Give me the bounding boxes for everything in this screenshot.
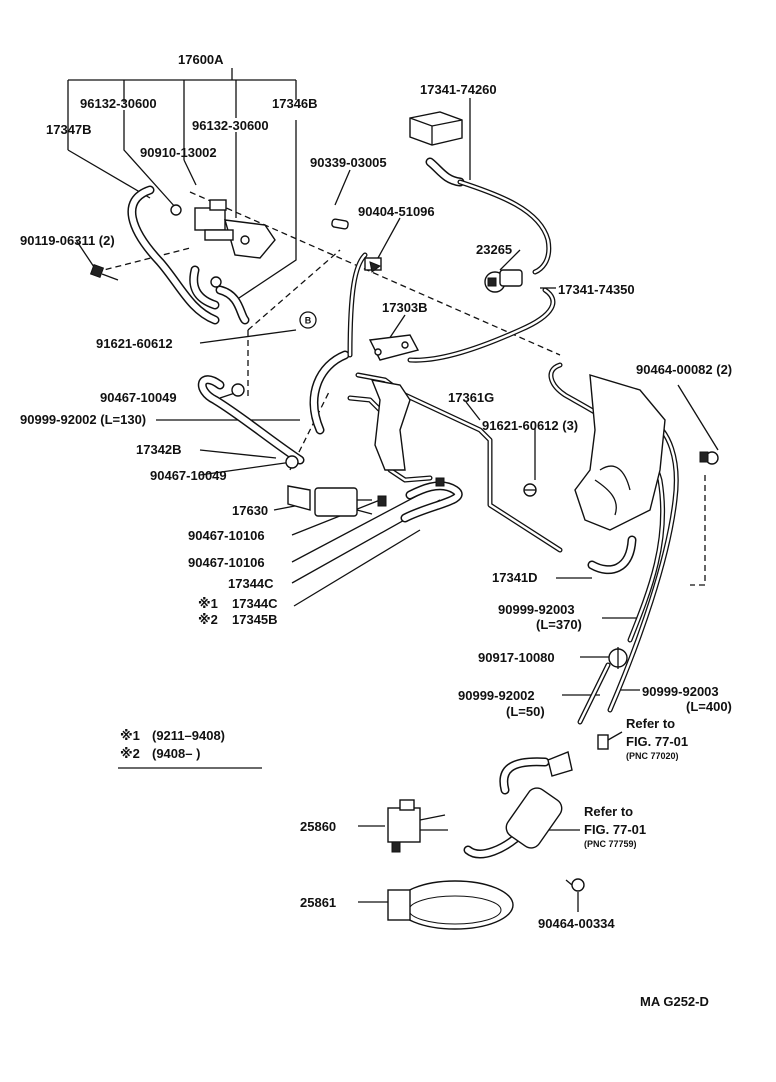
label-90119: 90119-06311 (2)	[20, 233, 115, 248]
label-90339: 90339-03005	[310, 155, 387, 170]
legend-mark2: ※2	[120, 746, 140, 761]
label-refer2-a: Refer to	[584, 804, 633, 819]
frame-17361g	[370, 379, 411, 471]
label-refer2-c: (PNC 77759)	[584, 839, 637, 849]
switch-25860	[387, 799, 448, 853]
label-90917: 90917-10080	[478, 650, 555, 665]
label-17303b: 17303B	[382, 300, 428, 315]
plug-90339	[331, 218, 349, 230]
bracket-17303b	[368, 334, 420, 361]
label-90999-400-length: (L=400)	[686, 699, 732, 714]
label-mark2-17345b: 17345B	[232, 612, 278, 627]
relay-box-17341-74260	[409, 111, 463, 146]
label-17600a: 17600A	[178, 52, 224, 67]
label-90910: 90910-13002	[140, 145, 217, 160]
vsv-17630	[287, 485, 373, 517]
date-legend: ※1 (9211–9408) ※2 (9408– )	[118, 728, 262, 769]
circle-b-marker: B	[299, 311, 317, 329]
mark1-symbol: ※1	[198, 596, 218, 611]
diagram-code: MA G252-D	[640, 994, 709, 1009]
clamp-96132	[170, 204, 222, 288]
label-90467-d: 90467-10106	[188, 555, 265, 570]
legend-mark1: ※1	[120, 728, 140, 743]
parts	[89, 111, 719, 930]
valve-90917	[608, 647, 628, 669]
label-91621-a: 91621-60612	[96, 336, 173, 351]
bolt-90119	[89, 263, 119, 281]
label-refer2-b: FIG. 77-01	[584, 822, 646, 837]
sensor-23265	[484, 269, 523, 293]
engine-block	[574, 374, 666, 531]
label-17346b: 17346B	[272, 96, 318, 111]
label-refer1-b: FIG. 77-01	[626, 734, 688, 749]
label-17347b: 17347B	[46, 122, 92, 137]
label-90464-00082: 90464-00082 (2)	[636, 362, 732, 377]
label-90999-50-length: (L=50)	[506, 704, 545, 719]
legend-range1: (9211–9408)	[152, 728, 225, 743]
label-refer1-a: Refer to	[626, 716, 675, 731]
clamp-90467-10049	[231, 383, 299, 469]
label-90999-370-length: (L=370)	[536, 617, 582, 632]
label-17341-74350: 17341-74350	[558, 282, 635, 297]
label-91621-b: 91621-60612 (3)	[482, 418, 578, 433]
label-90999-400: 90999-92003	[642, 684, 719, 699]
legend-range2: (9408– )	[152, 746, 200, 761]
circle-b-label: B	[305, 316, 312, 326]
pipes	[347, 179, 679, 725]
label-refer1-c: (PNC 77020)	[626, 751, 679, 761]
label-90999-130: 90999-92002 (L=130)	[20, 412, 146, 427]
label-25861: 25861	[300, 895, 336, 910]
vsv-valve-90910	[194, 199, 276, 259]
hoses	[127, 157, 637, 859]
label-17361g: 17361G	[448, 390, 494, 405]
clip-90464-00334	[565, 878, 585, 892]
label-mark1-17344c: 17344C	[232, 596, 278, 611]
label-17344c: 17344C	[228, 576, 274, 591]
label-90464-00334: 90464-00334	[538, 916, 615, 931]
union-refer-77020	[597, 734, 609, 750]
band-25861	[387, 880, 514, 930]
label-96132-a: 96132-30600	[80, 96, 157, 111]
label-90999-370: 90999-92003	[498, 602, 575, 617]
label-90467-b: 90467-10049	[150, 468, 227, 483]
union-90404	[364, 257, 382, 273]
label-96132-b: 96132-30600	[192, 118, 269, 133]
label-17342b: 17342B	[136, 442, 182, 457]
label-25860: 25860	[300, 819, 336, 834]
part-labels: 17600A 96132-30600 17346B 17347B 96132-3…	[20, 52, 732, 931]
union-91621-3	[523, 483, 537, 497]
charcoal-canister	[505, 751, 573, 849]
assembly-bracket	[67, 68, 297, 160]
label-90467-c: 90467-10106	[188, 528, 265, 543]
mark2-symbol: ※2	[198, 612, 218, 627]
label-17341-74260: 17341-74260	[420, 82, 497, 97]
label-23265: 23265	[476, 242, 512, 257]
label-90999-50: 90999-92002	[458, 688, 535, 703]
union-90464-82	[699, 451, 719, 465]
label-90467-a: 90467-10049	[100, 390, 177, 405]
label-90404: 90404-51096	[358, 204, 435, 219]
clip-90467-10106	[377, 477, 445, 507]
label-17630: 17630	[232, 503, 268, 518]
label-17341d: 17341D	[492, 570, 538, 585]
